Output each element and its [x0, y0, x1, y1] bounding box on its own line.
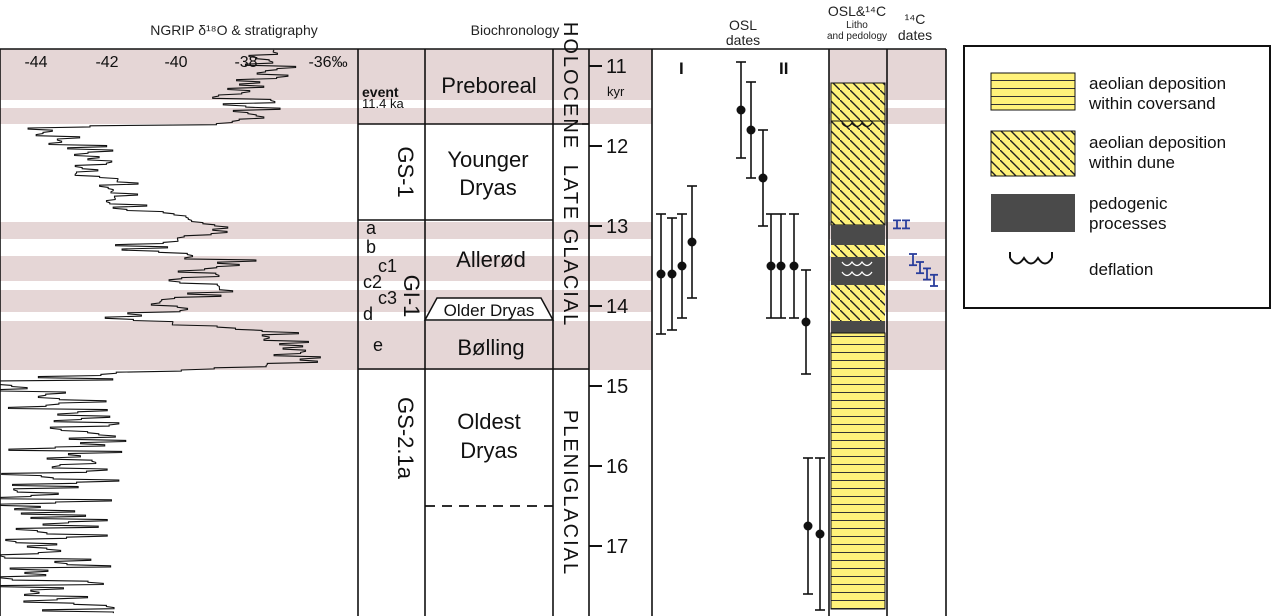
- osl-date-point: [656, 269, 666, 279]
- osl-date-point: [766, 261, 776, 271]
- d18o-tick: -40: [164, 54, 187, 71]
- zone-oldest-dryas-l1: Oldest: [457, 409, 521, 434]
- litho-pedogenic-unit: [831, 321, 885, 333]
- legend-coversand-l2: within coversand: [1088, 94, 1216, 113]
- warm-phase-band: [0, 222, 652, 239]
- warm-phase-band: [0, 290, 652, 312]
- litho-header-line1: OSL&¹⁴C: [828, 3, 886, 19]
- gi-event-a: a: [366, 218, 377, 238]
- gi-event-c3: c3: [378, 288, 397, 308]
- osl-date-point: [803, 521, 813, 531]
- zone-bolling: Bølling: [457, 335, 524, 360]
- c14-date-points: [893, 219, 938, 287]
- litho-coversand-unit: [830, 332, 886, 610]
- osl-header-line2: dates: [726, 32, 760, 48]
- deflation-symbol: [841, 260, 873, 267]
- age-unit: kyr: [607, 84, 625, 99]
- osl-date-points: [656, 61, 825, 611]
- ngrip-header: NGRIP δ¹⁸O & stratigraphy: [150, 22, 318, 38]
- legend-deflation-icon: [1009, 252, 1053, 265]
- d18o-tick: -44: [24, 54, 47, 71]
- legend-dune-l1: aeolian deposition: [1089, 133, 1226, 152]
- osl-date-point: [687, 237, 697, 247]
- age-tick-label: 13: [606, 216, 628, 238]
- gi-event-c1: c1: [378, 256, 397, 276]
- litho-dune-unit: [830, 120, 886, 226]
- litho-dune-unit-top: [830, 82, 886, 122]
- deflation-symbol: [841, 270, 873, 277]
- legend-pedogenic-l2: processes: [1089, 214, 1166, 233]
- legend-dune-l2: within dune: [1088, 153, 1175, 172]
- litho-dune-unit: [831, 285, 885, 321]
- litho-pedogenic-unit: [831, 225, 885, 245]
- zone-oldest-dryas-l2: Dryas: [460, 438, 517, 463]
- deflation-symbol: [841, 121, 873, 128]
- osl-date-point: [789, 261, 799, 271]
- gi-event-c2: c2: [363, 272, 382, 292]
- osl-group-I: I: [679, 59, 684, 78]
- legend: aeolian deposition within coversand aeol…: [963, 45, 1271, 309]
- age-tick-label: 17: [606, 536, 628, 558]
- litho-header-line3: and pedology: [827, 31, 887, 42]
- osl-date-point: [746, 125, 756, 135]
- zone-younger-dryas-l1: Younger: [447, 147, 528, 172]
- stage-gs21a: GS-2.1a: [393, 397, 418, 480]
- warm-phase-band: [0, 321, 652, 370]
- age-tick-label: 15: [606, 376, 628, 398]
- gi-event-d: d: [363, 304, 373, 324]
- d18o-tick: -38: [234, 54, 257, 71]
- legend-deflation-l1: deflation: [1089, 260, 1153, 279]
- osl-group-II: II: [779, 59, 788, 78]
- warm-phase-band: [0, 49, 652, 100]
- older-dryas-box: [423, 297, 555, 321]
- osl-date-point: [667, 269, 677, 279]
- period-late-glacial: LATE GLACIAL: [559, 165, 581, 328]
- zone-younger-dryas-l2: Dryas: [459, 175, 516, 200]
- event-age: 11.4 ka: [362, 96, 404, 111]
- osl-date-point: [736, 105, 746, 115]
- period-pleniglacial: PLENIGLACIAL: [559, 410, 581, 576]
- age-tick-label: 16: [606, 456, 628, 478]
- osl-date-point: [758, 173, 768, 183]
- legend-pedogenic-swatch: [991, 194, 1075, 232]
- column-frame: [0, 48, 947, 616]
- osl-date-point: [776, 261, 786, 271]
- legend-coversand-l1: aeolian deposition: [1089, 74, 1226, 93]
- biochronology-header: Biochronology: [471, 22, 560, 38]
- d18o-axis: -44 -42 -40 -38 -36‰: [0, 48, 358, 71]
- legend-pedogenic-l1: pedogenic: [1089, 194, 1168, 213]
- age-axis: 11 12 13 14 15 16 17: [589, 56, 628, 558]
- warm-phase-band: [0, 256, 652, 281]
- zone-preboreal: Preboreal: [441, 73, 536, 98]
- legend-coversand-swatch: [990, 72, 1076, 111]
- zone-older-dryas: Older Dryas: [444, 301, 535, 320]
- osl-date-point: [801, 317, 811, 327]
- litho-column: [830, 82, 886, 610]
- gi-event-b: b: [366, 237, 376, 257]
- gi-event-e: e: [373, 335, 383, 355]
- legend-dune-swatch: [990, 130, 1076, 177]
- zone-allerod: Allerød: [456, 247, 526, 272]
- warm-phase-band: [0, 108, 652, 124]
- ngrip-trace: [0, 49, 321, 614]
- age-tick-label: 14: [606, 296, 628, 318]
- age-tick-label: 11: [606, 56, 627, 78]
- stage-gs1: GS-1: [393, 146, 418, 197]
- litho-dune-unit: [831, 245, 885, 257]
- period-holocene: HOLOCENE: [559, 22, 581, 150]
- d18o-tick: -42: [95, 54, 118, 71]
- osl-date-point: [677, 261, 687, 271]
- age-tick-label: 12: [606, 136, 628, 158]
- d18o-tick: -36‰: [308, 54, 347, 71]
- c14-header-line1: ¹⁴C: [905, 11, 926, 27]
- event-title: event: [362, 84, 399, 100]
- stage-gi1: GI-1: [399, 275, 424, 318]
- c14-header-line2: dates: [898, 27, 932, 43]
- osl-header-line1: OSL: [729, 17, 757, 33]
- ngrip-d18o-curve: [0, 49, 321, 614]
- litho-header-line2: Litho: [846, 20, 868, 31]
- litho-pedogenic-unit: [831, 257, 885, 285]
- osl-date-point: [815, 529, 825, 539]
